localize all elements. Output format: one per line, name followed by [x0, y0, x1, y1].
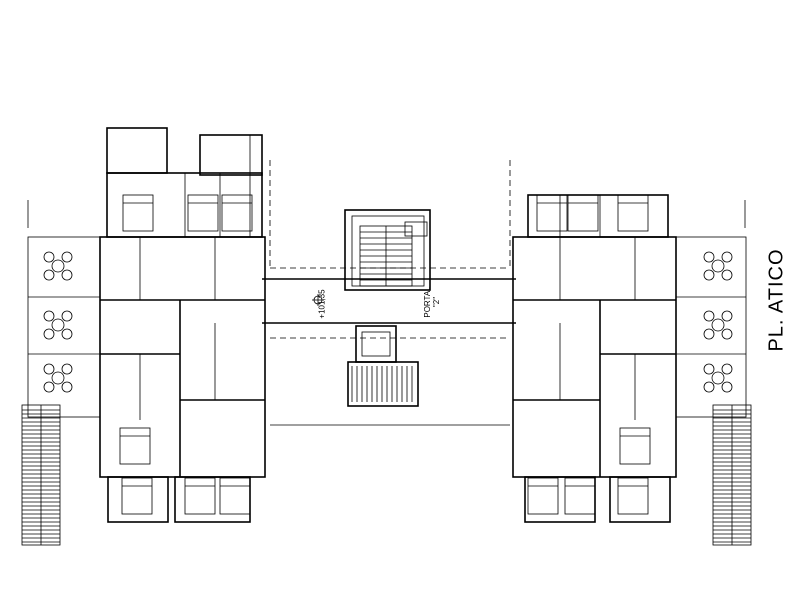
furniture — [119, 194, 651, 515]
left-apartment-block — [99, 127, 266, 523]
upper-courtyard — [269, 160, 511, 268]
central-corridor — [262, 267, 516, 426]
entrance-number: "2" — [432, 296, 441, 308]
stair-top — [344, 209, 431, 291]
elevator-core — [347, 325, 419, 407]
entrance-annotation: PORTAL "2" — [423, 286, 441, 317]
left-terrace — [21, 200, 101, 546]
entrance-label: PORTAL — [423, 286, 432, 318]
level-annotation: +101,35 — [317, 289, 327, 319]
terrace-tables — [43, 251, 733, 393]
right-terrace — [675, 200, 752, 546]
level-marker — [312, 294, 324, 306]
right-apartment-block — [512, 194, 677, 523]
sheet-title: PL. ATICO — [765, 248, 788, 352]
